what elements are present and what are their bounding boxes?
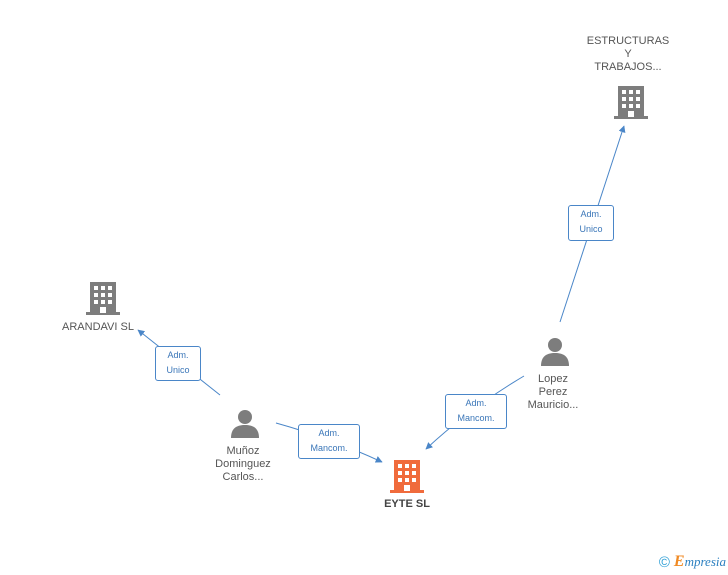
node-label-lopez[interactable]: Lopez Perez Mauricio... bbox=[527, 373, 579, 411]
edge-label-munoz-arandavi[interactable]: Adm. Unico bbox=[155, 346, 201, 381]
copyright-icon: © bbox=[658, 553, 670, 571]
building-icon[interactable] bbox=[86, 280, 120, 316]
brand-initial: E bbox=[673, 553, 685, 570]
edge-label-munoz-eyte[interactable]: Adm. Mancom. bbox=[298, 424, 360, 459]
building-icon[interactable] bbox=[614, 84, 648, 120]
node-label-munoz[interactable]: Muñoz Dominguez Carlos... bbox=[215, 445, 271, 483]
node-label-eyte[interactable]: EYTE SL bbox=[384, 498, 430, 510]
node-label-estructuras[interactable]: ESTRUCTURAS Y TRABAJOS... bbox=[586, 35, 670, 73]
building-icon[interactable] bbox=[390, 458, 424, 494]
edge-label-lopez-estructuras[interactable]: Adm. Unico bbox=[568, 205, 614, 241]
node-label-arandavi[interactable]: ARANDAVI SL bbox=[62, 321, 134, 333]
brand-name: mpresia bbox=[684, 554, 726, 569]
edge-label-lopez-eyte[interactable]: Adm. Mancom. bbox=[445, 394, 507, 429]
person-icon[interactable] bbox=[230, 408, 260, 438]
person-icon[interactable] bbox=[540, 336, 570, 366]
brand-footer[interactable]: © E mpresia bbox=[659, 553, 726, 571]
